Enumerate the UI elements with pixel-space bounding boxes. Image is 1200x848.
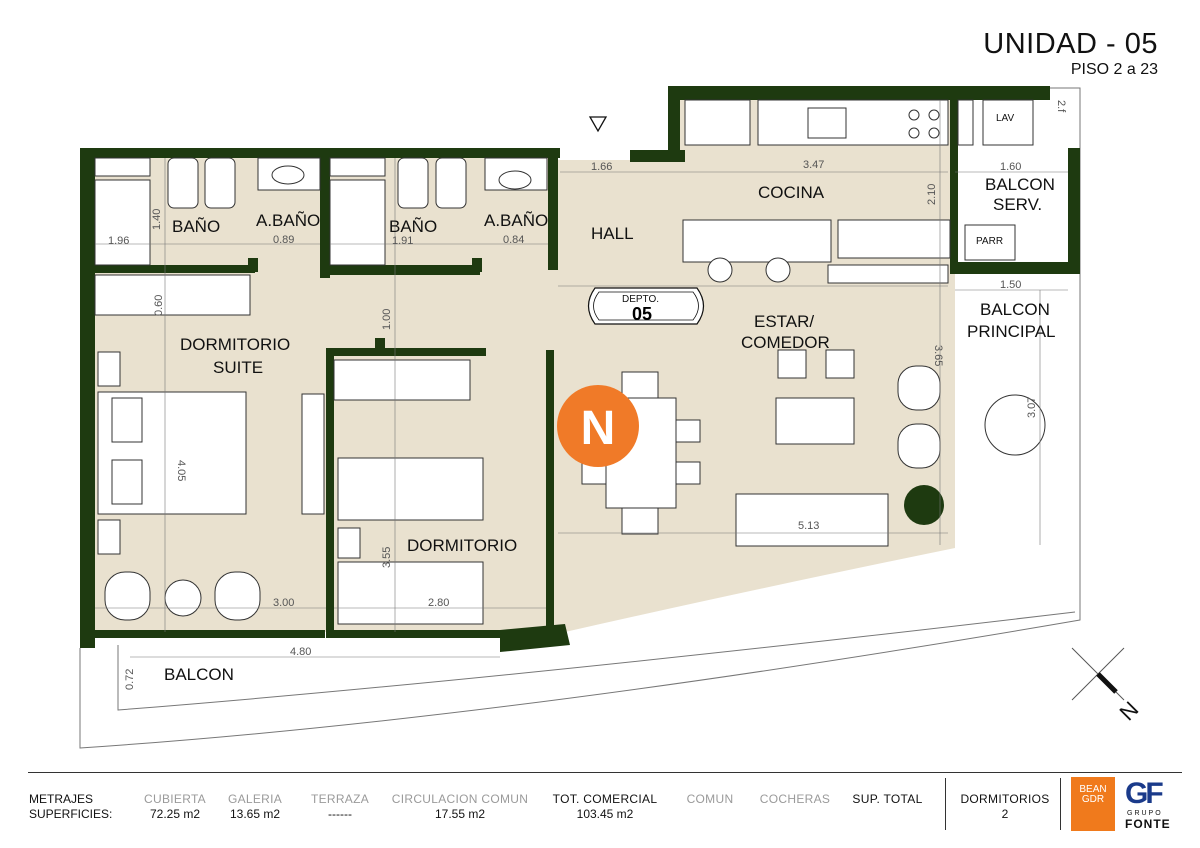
col-galeria: GALERIA 13.65 m2	[220, 792, 290, 822]
col-cubierta: CUBIERTA 72.25 m2	[140, 792, 210, 822]
room-balcon-serv-2: SERV.	[993, 195, 1042, 214]
dim-072: 0.72	[124, 669, 136, 690]
metrajes-label-line1: METRAJES	[29, 792, 94, 806]
unit-badge: DEPTO. 05	[587, 287, 705, 325]
circulacion-label: CIRCULACION COMUN	[391, 792, 529, 806]
bathroom-fixtures	[94, 157, 548, 266]
room-bano-2: BAÑO	[389, 217, 437, 236]
col-terraza: TERRAZA ------	[305, 792, 375, 822]
galeria-label: GALERIA	[227, 792, 283, 806]
col-tot-comercial: TOT. COMERCIAL 103.45 m2	[545, 792, 665, 822]
dim-140: 1.40	[151, 209, 163, 230]
dim-365: 3.65	[932, 345, 944, 366]
cubierta-label: CUBIERTA	[144, 792, 206, 806]
room-suite-1: DORMITORIO	[180, 335, 290, 354]
compass-icon: N	[1071, 647, 1143, 726]
col-dormitorios: DORMITORIOS 2	[955, 792, 1055, 822]
dim-196: 1.96	[108, 235, 129, 247]
dim-307: 3.07	[1026, 397, 1038, 418]
metrajes-label: METRAJES SUPERFICIES:	[29, 792, 112, 822]
col-circulacion: CIRCULACION COMUN 17.55 m2	[385, 792, 535, 822]
grupo-logo-text: GRUPO	[1127, 810, 1163, 817]
footer-divider-2	[1060, 778, 1061, 830]
dim-150: 1.50	[1000, 279, 1021, 291]
dimension-lines	[95, 100, 1068, 658]
dormitorios-label: DORMITORIOS	[960, 792, 1050, 806]
dim-513: 5.13	[798, 520, 819, 532]
dim-2f: 2.f	[1055, 100, 1067, 113]
room-cocina: COCINA	[758, 183, 825, 202]
dim-480: 4.80	[290, 646, 311, 658]
col-sup-total: SUP. TOTAL	[845, 792, 930, 807]
floor-plan: BAÑO A.BAÑO BAÑO A.BAÑO HALL COCINA BALC…	[79, 86, 1143, 749]
dim-089: 0.89	[273, 234, 294, 246]
dim-191: 1.91	[392, 235, 413, 247]
label-parr: PARR	[976, 236, 1003, 247]
dim-355: 3.55	[381, 547, 393, 568]
tot-comercial-value: 103.45 m2	[576, 807, 634, 821]
closets	[94, 274, 471, 401]
terraza-label: TERRAZA	[310, 792, 370, 806]
sup-total-label: SUP. TOTAL	[852, 792, 923, 806]
room-hall: HALL	[591, 224, 634, 243]
bean-logo-line1: BEAN	[1079, 784, 1107, 795]
tot-comercial-label: TOT. COMERCIAL	[552, 792, 658, 806]
room-balcon: BALCON	[164, 665, 234, 684]
room-dormitorio: DORMITORIO	[407, 536, 517, 555]
col-cocheras: COCHERAS	[755, 792, 835, 807]
metrajes-label-line2: SUPERFICIES:	[29, 807, 113, 821]
unit-badge-label: DEPTO.	[622, 294, 659, 305]
dim-166: 1.66	[591, 161, 612, 173]
room-estar-1: ESTAR/	[754, 312, 814, 331]
terraza-value: ------	[328, 807, 352, 821]
dim-210: 2.10	[926, 184, 938, 205]
north-badge-letter: N	[581, 402, 616, 455]
floor-range: PISO 2 a 23	[1070, 61, 1158, 78]
comun-label: COMUN	[686, 792, 734, 806]
dim-100: 1.00	[381, 309, 393, 330]
dim-280: 2.80	[428, 597, 449, 609]
room-balcon-serv-1: BALCON	[985, 175, 1055, 194]
dim-300: 3.00	[273, 597, 294, 609]
surface-table: METRAJES SUPERFICIES: CUBIERTA 72.25 m2 …	[0, 772, 1200, 848]
bean-logo-line2: GDR	[1081, 794, 1105, 805]
room-abano-1: A.BAÑO	[256, 211, 320, 230]
walls	[80, 86, 1080, 652]
cubierta-value: 72.25 m2	[149, 807, 201, 821]
dim-347: 3.47	[803, 159, 824, 171]
compass-north-label: N	[1114, 697, 1143, 726]
kitchen-counter	[682, 99, 1034, 284]
label-lav: LAV	[996, 113, 1014, 124]
fonte-logo-text: FONTE	[1125, 817, 1171, 831]
galeria-value: 13.65 m2	[229, 807, 281, 821]
room-bano-1: BAÑO	[172, 217, 220, 236]
cocheras-label: COCHERAS	[759, 792, 831, 806]
north-badge: N	[557, 385, 639, 467]
room-estar-2: COMEDOR	[741, 333, 830, 352]
grupo-fonte-logo: GF GRUPO FONTE	[1125, 777, 1183, 833]
circulacion-value: 17.55 m2	[434, 807, 486, 821]
gf-mark-icon: GF	[1125, 777, 1164, 810]
balcony-outline	[79, 87, 1081, 749]
unit-title: UNIDAD - 05	[983, 28, 1158, 60]
dim-084: 0.84	[503, 234, 524, 246]
footer-divider-1	[945, 778, 946, 830]
room-balcon-principal-2: PRINCIPAL	[967, 322, 1056, 341]
dim-060: 0.60	[153, 295, 165, 316]
room-balcon-principal-1: BALCON	[980, 300, 1050, 319]
dim-405: 4.05	[175, 460, 187, 481]
entry-triangle-icon	[588, 116, 608, 133]
footer-rule	[28, 772, 1182, 773]
bean-gdr-logo: BEAN GDR	[1071, 777, 1115, 831]
col-comun: COMUN	[675, 792, 745, 807]
dim-160: 1.60	[1000, 161, 1021, 173]
room-abano-2: A.BAÑO	[484, 211, 548, 230]
dormitorios-value: 2	[1001, 807, 1009, 821]
room-suite-2: SUITE	[213, 358, 263, 377]
unit-badge-number: 05	[632, 304, 652, 324]
plant	[904, 485, 944, 525]
